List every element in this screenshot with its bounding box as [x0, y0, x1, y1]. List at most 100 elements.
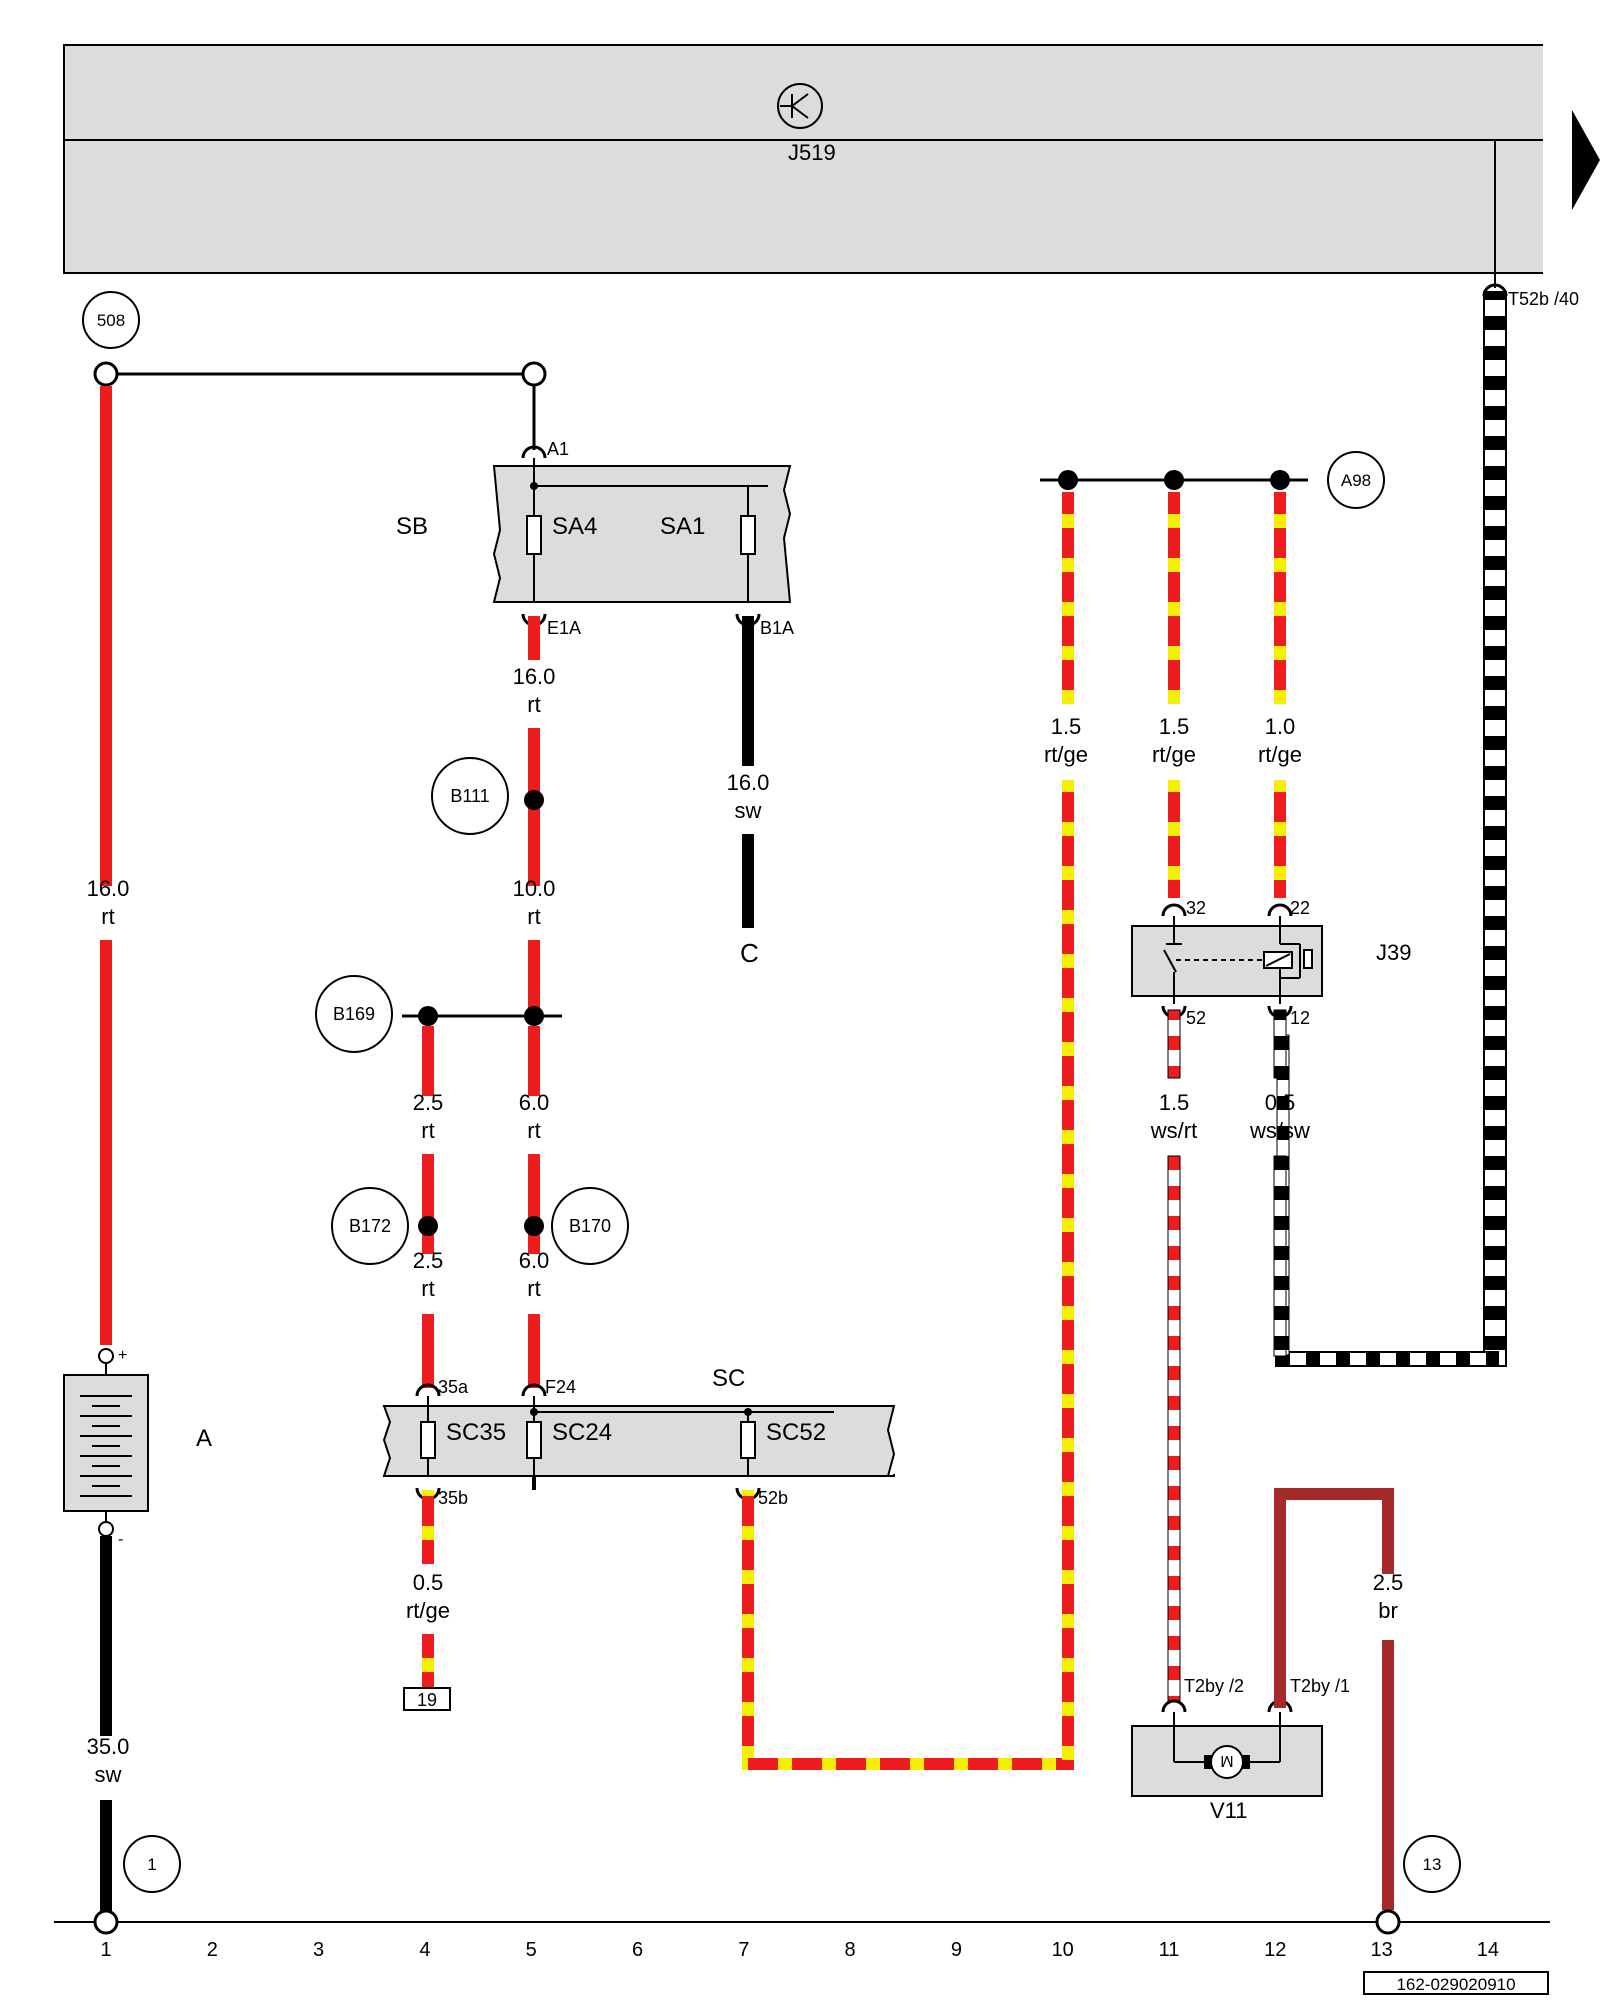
- fuse-box-sb-label: SB: [396, 513, 428, 540]
- pin-35a-label: 35a: [438, 1377, 469, 1397]
- fuse-sa1-icon: [740, 515, 756, 555]
- svg-text:19: 19: [417, 1690, 437, 1710]
- svg-text:13: 13: [1423, 1855, 1442, 1874]
- motor-symbol-icon: [1210, 1745, 1244, 1779]
- page-continue-arrow-icon: [1572, 110, 1600, 210]
- fuse-sc52-label: SC52: [766, 1419, 826, 1446]
- fuse-sa1-label: SA1: [660, 513, 705, 540]
- pin-35a-icon: [415, 1383, 441, 1397]
- splice-b172: [418, 1216, 438, 1236]
- wire-b1a: [742, 616, 754, 766]
- wire-b172-size: 2.5: [413, 1248, 444, 1273]
- wire-sc35-output-color: rt/ge: [406, 1598, 450, 1623]
- pin-r22-label: 22: [1290, 898, 1310, 918]
- connection-point-508: 508: [82, 291, 140, 349]
- wire-b169-right-size: 6.0: [519, 1090, 550, 1115]
- connection-point-a98: A98: [1327, 451, 1385, 509]
- wire-sc35-output: [422, 1490, 434, 1564]
- pin-35b-label: 35b: [438, 1488, 468, 1508]
- wire-motor-brown-size: 2.5: [1373, 1570, 1404, 1595]
- wire-battery-negative-size: 35.0: [87, 1734, 130, 1759]
- fuse-sa4-label: SA4: [552, 513, 597, 540]
- wire-b111-color: rt: [527, 904, 540, 929]
- page-reference-c: C: [740, 938, 759, 968]
- wire-b169-right-color: rt: [527, 1118, 540, 1143]
- reference-box-19: 19: [403, 1687, 451, 1711]
- wire-relay-52: [1167, 1009, 1181, 1079]
- wire-battery-negative: [100, 1536, 112, 1736]
- control-unit-label: J519: [788, 140, 836, 165]
- pin-b1a-label: B1A: [760, 618, 794, 638]
- pin-a1-label: A1: [547, 439, 569, 459]
- relay-j39-label: J39: [1376, 940, 1411, 965]
- wire-relay-12-color: ws/sw: [1249, 1118, 1310, 1143]
- motor-v11-label: V11: [1210, 1798, 1248, 1823]
- wire-battery-positive-color: rt: [101, 904, 114, 929]
- track-number: 7: [738, 1939, 749, 1961]
- wire-col12-color: rt/ge: [1258, 742, 1302, 767]
- transistor-symbol-icon: [777, 83, 823, 129]
- fuse-sc24-label: SC24: [552, 1419, 612, 1446]
- track-number: 4: [419, 1939, 430, 1961]
- track-number: 3: [313, 1939, 324, 1961]
- pin-t2by-2-icon: [1161, 1699, 1187, 1713]
- connection-point-b111: B111: [431, 757, 509, 835]
- pin-r32-label: 32: [1186, 898, 1206, 918]
- splice-b111: [524, 790, 544, 810]
- pin-f24-label: F24: [545, 1377, 576, 1397]
- track-number: 12: [1264, 1939, 1286, 1961]
- pin-a1-icon: [521, 445, 547, 459]
- svg-text:1: 1: [147, 1855, 156, 1874]
- wire-b1a-color: sw: [735, 798, 762, 823]
- wire-relay-12-size: 0.5: [1265, 1090, 1296, 1115]
- track-number: 1: [100, 1939, 111, 1961]
- fuse-sc35-label: SC35: [446, 1419, 506, 1446]
- wire-sb-output: [528, 616, 540, 660]
- pin-r52-label: 52: [1186, 1008, 1206, 1028]
- wire-col12: [1274, 492, 1286, 704]
- track-number: 14: [1477, 1939, 1499, 1961]
- wire-col10-color: rt/ge: [1044, 742, 1088, 767]
- wire-battery-positive-size: 16.0: [87, 876, 130, 901]
- wire-b170-size: 6.0: [519, 1248, 550, 1273]
- wire-b172-color: rt: [421, 1276, 434, 1301]
- wire-col12-size: 1.0: [1265, 714, 1296, 739]
- wire-b169-left-size: 2.5: [413, 1090, 444, 1115]
- svg-text:B172: B172: [349, 1216, 391, 1236]
- track-number: 11: [1159, 1939, 1180, 1961]
- wire-relay-52-size: 1.5: [1159, 1090, 1190, 1115]
- wire-b111-size: 10.0: [513, 876, 556, 901]
- connection-point-b172: B172: [331, 1187, 409, 1265]
- motor-v11: M: [1131, 1712, 1323, 1797]
- track-number: 9: [951, 1939, 962, 1961]
- document-code: 162-029020910: [1396, 1975, 1515, 1994]
- track-number: 2: [207, 1939, 218, 1961]
- wire-col10: [1062, 492, 1074, 704]
- wire-b170-color: rt: [527, 1276, 540, 1301]
- terminal-508-left: [93, 361, 119, 387]
- document-code-box: 162-029020910: [1363, 1971, 1549, 1995]
- track-number: 8: [845, 1939, 856, 1961]
- pin-t52b-40-label: T52b /40: [1508, 289, 1579, 309]
- pin-e1a-label: E1A: [547, 618, 581, 638]
- pin-r22-icon: [1267, 903, 1293, 917]
- terminal-508-right: [521, 361, 547, 387]
- svg-text:B170: B170: [569, 1216, 611, 1236]
- battery-label: A: [196, 1425, 212, 1452]
- relay-j39: [1131, 916, 1323, 1004]
- wire-b169-left: [422, 1026, 434, 1096]
- svg-text:A98: A98: [1341, 471, 1371, 490]
- svg-text:B111: B111: [450, 786, 489, 806]
- track-number: 6: [632, 1939, 643, 1961]
- pin-r12-label: 12: [1290, 1008, 1310, 1028]
- wire-col10-size: 1.5: [1051, 714, 1082, 739]
- connection-point-ground-13: 13: [1403, 1835, 1461, 1893]
- pin-52b-label: 52b: [758, 1488, 788, 1508]
- ground-terminal-1: [93, 1909, 119, 1935]
- wire-battery-negative-color: sw: [95, 1762, 122, 1787]
- fuse-box-sc-label: SC: [712, 1365, 745, 1392]
- fuse-sa4-icon: [526, 515, 542, 555]
- pin-t2by-1-label: T2by /1: [1290, 1676, 1350, 1696]
- battery-plates-icon: [80, 1395, 132, 1497]
- control-unit-j519: J519: [63, 40, 1563, 280]
